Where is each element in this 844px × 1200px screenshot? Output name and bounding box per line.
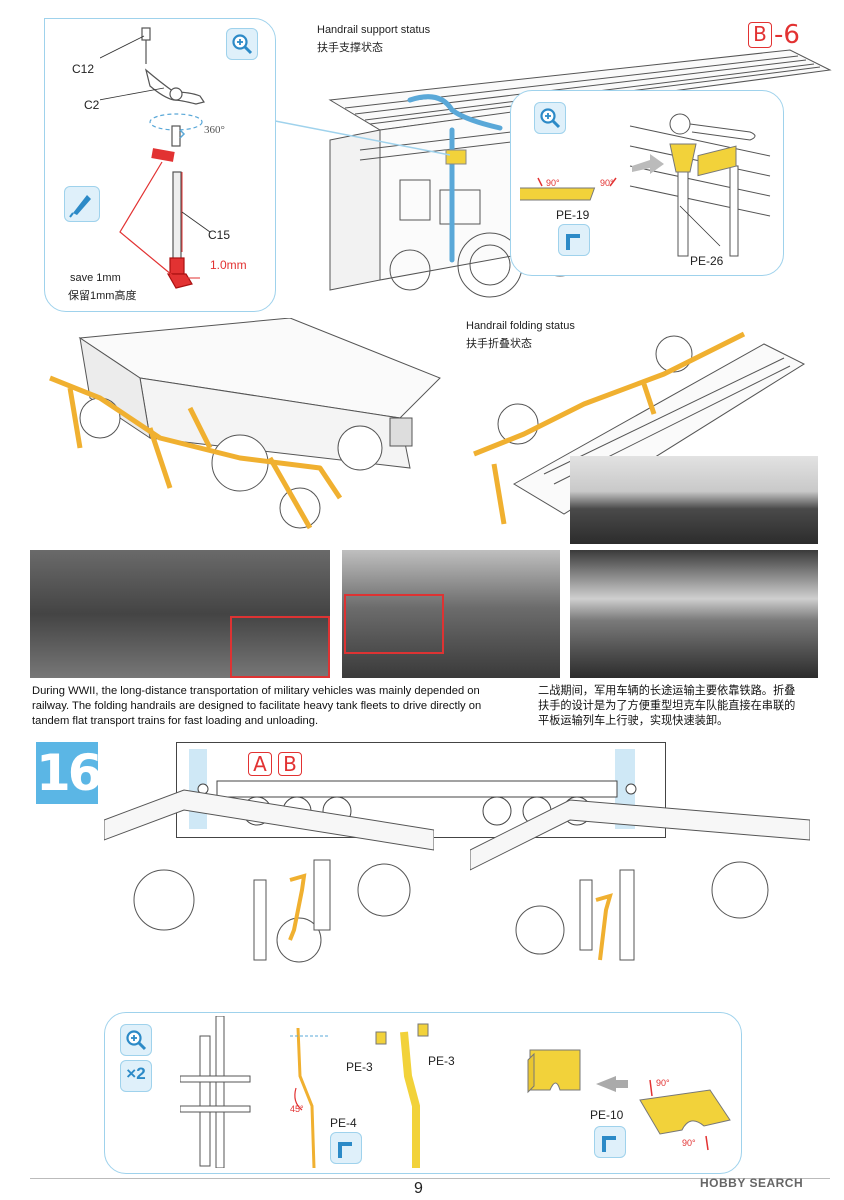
highlight-box: [230, 616, 330, 678]
watermark: HOBBY SEARCH: [700, 1176, 804, 1190]
assembly-badge-b: B: [278, 752, 302, 776]
highlight-box: [344, 594, 444, 654]
pe19-label: PE-19: [556, 208, 590, 222]
step16-bogie-right-illustration: [470, 799, 810, 961]
fold-icon: [558, 224, 590, 256]
fold-icon: [594, 1126, 626, 1158]
historical-photo-1: [30, 550, 330, 678]
history-caption-en: During WWII, the long-distance transport…: [32, 685, 482, 727]
folding-status-title-zh: 扶手折叠状态: [466, 338, 532, 350]
section-badge-letter: B: [748, 22, 772, 48]
save-note-en: save 1mm: [70, 272, 121, 284]
section-badge-suffix: -6: [774, 20, 800, 50]
pe10-label: PE-10: [590, 1108, 624, 1122]
assembly-badge-a: A: [248, 752, 272, 776]
pe10-angle-b-label: 90°: [682, 1138, 696, 1148]
rotation-label: 360°: [204, 124, 225, 136]
post-assembly-drawing: [100, 27, 211, 289]
zoom-icon: [534, 102, 566, 134]
history-caption-zh: 二战期间，军用车辆的长途运输主要依靠铁路。折叠 扶手的设计是为了方便重型坦克车队…: [538, 685, 796, 727]
part-c2-label: C2: [84, 98, 100, 112]
zoom-icon: [226, 28, 258, 60]
support-status-title-en: Handrail support status: [317, 24, 431, 36]
angle-left-label: 90°: [546, 178, 560, 188]
pe26-label: PE-26: [690, 254, 724, 268]
pe-bracket-drawing: [520, 113, 771, 257]
save-note-zh: 保留1mm高度: [68, 290, 137, 302]
historical-photo-3: [570, 550, 818, 678]
pe4-label: PE-4: [330, 1116, 357, 1130]
folding-status-title-en: Handrail folding status: [466, 320, 575, 332]
pe10-bracket-drawing: [527, 1049, 731, 1151]
step-number: 16: [36, 742, 103, 804]
bend-angle-label: 45°: [290, 1104, 304, 1114]
pe3-left-label: PE-3: [346, 1060, 373, 1074]
step16-bogie-left-illustration: [104, 789, 434, 963]
page-number: 9: [414, 1180, 423, 1197]
flatcar-folded-left-illustration: [49, 318, 441, 530]
footer-rule: [30, 1178, 830, 1179]
knife-cut-icon: [64, 186, 100, 222]
historical-photo-tank-train: [570, 456, 818, 544]
historical-photo-2: [342, 550, 560, 678]
part-c15-label: C15: [208, 228, 231, 242]
quantity-multiplier: ×2: [120, 1060, 152, 1092]
support-status-title-zh: 扶手支撑状态: [317, 42, 383, 54]
dimension-label: 1.0mm: [210, 258, 247, 272]
pe3-right-label: PE-3: [428, 1054, 455, 1068]
angle-right-label: 90°: [600, 178, 614, 188]
step16-pe-parts-drawing: [180, 1016, 429, 1168]
fold-icon: [330, 1132, 362, 1164]
zoom-icon: [120, 1024, 152, 1056]
part-c12-label: C12: [72, 62, 95, 76]
pe10-angle-a-label: 90°: [656, 1078, 670, 1088]
